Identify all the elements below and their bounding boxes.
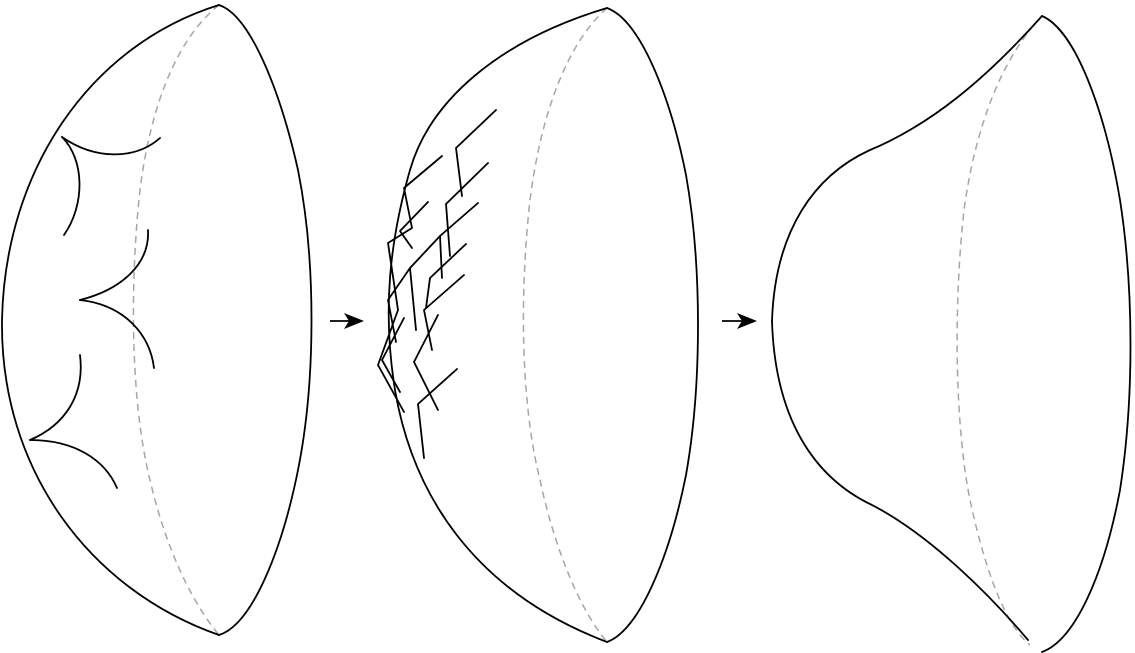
- cusp-top-lower: [61, 136, 81, 236]
- stage-3-upper-flare: [771, 15, 1043, 322]
- cusp-bottom-upper: [29, 354, 82, 441]
- fold-1: [377, 155, 443, 413]
- stage-3-front-rim: [1041, 15, 1132, 653]
- stage-2-dome-silhouette: [387, 7, 608, 643]
- stage-2-dome-with-folds: [377, 7, 699, 643]
- stage-1-dome-with-cusps: [1, 4, 313, 636]
- fold-8: [423, 274, 465, 351]
- cusp-bottom-lower: [29, 439, 118, 489]
- fold-3: [455, 109, 497, 197]
- stage-1-cusps: [29, 136, 161, 489]
- cusp-mid-upper: [79, 229, 149, 301]
- stage-1-hidden-rim: [132, 4, 220, 636]
- stage-3-hidden-rim: [956, 15, 1043, 646]
- fold-12: [417, 368, 458, 459]
- stage-2-hidden-rim: [522, 7, 608, 643]
- stage-1-front-rim: [218, 4, 313, 636]
- cusp-mid-lower: [79, 299, 155, 369]
- fold-9: [387, 267, 411, 343]
- arrow-2-head: [737, 313, 757, 329]
- stage-2-front-rim: [606, 7, 699, 643]
- fold-7: [425, 243, 467, 309]
- stage-1-dome-silhouette: [1, 4, 220, 636]
- cusp-top-upper: [61, 136, 161, 156]
- stage-3-flared-trumpet: [771, 15, 1132, 653]
- fold-4: [445, 162, 489, 257]
- fold-5: [439, 202, 479, 279]
- arrow-right-icon: [722, 313, 757, 329]
- arrow-right-icon: [330, 313, 364, 329]
- stage-2-folds: [377, 109, 497, 459]
- arrow-1-head: [344, 313, 364, 329]
- fold-2: [399, 201, 429, 249]
- fold-10: [381, 317, 405, 393]
- stage-3-lower-flare: [771, 320, 1029, 641]
